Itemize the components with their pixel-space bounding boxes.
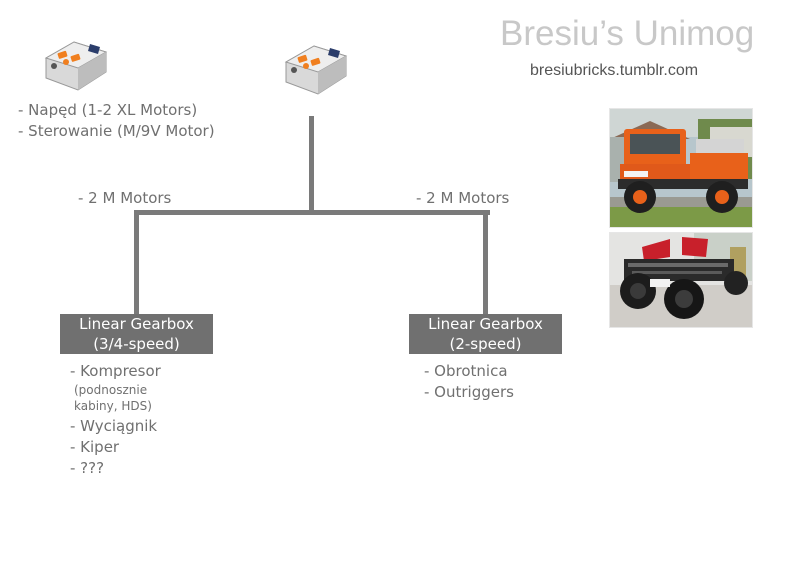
power-functions-receiver-icon xyxy=(40,36,112,94)
connector-left-branch xyxy=(134,210,139,316)
list-item: - Obrotnica xyxy=(424,362,508,380)
list-item: - Wyciągnik xyxy=(70,417,158,435)
list-item: - Kompresor xyxy=(70,362,161,380)
site-url[interactable]: bresiubricks.tumblr.com xyxy=(530,62,699,79)
list-item-note: (podnosznie kabiny, HDS) xyxy=(74,383,152,413)
list-item: - ??? xyxy=(70,459,105,477)
power-functions-receiver-icon xyxy=(280,40,352,98)
list-item: - Sterowanie (M/9V Motor) xyxy=(18,122,215,140)
gearbox-right-functions: - Obrotnica - Outriggers xyxy=(424,361,514,403)
lego-model-photo xyxy=(609,232,753,328)
connector-trunk xyxy=(309,116,314,214)
gearbox-right-title: Linear Gearbox xyxy=(428,315,543,333)
gearbox-right-speed: (2-speed) xyxy=(449,335,522,353)
list-item: - Napęd (1-2 XL Motors) xyxy=(18,101,198,119)
gearbox-left: Linear Gearbox (3/4-speed) xyxy=(60,314,213,354)
connector-horizontal xyxy=(134,210,490,215)
gearbox-right: Linear Gearbox (2-speed) xyxy=(409,314,562,354)
gearbox-left-functions: - Kompresor (podnosznie kabiny, HDS) - W… xyxy=(70,361,184,479)
page-title: Bresiu’s Unimog xyxy=(500,14,755,53)
list-item: - Kiper xyxy=(70,438,120,456)
list-item: - Outriggers xyxy=(424,383,514,401)
connector-right-branch xyxy=(483,210,488,316)
left-hub-functions: - Napęd (1-2 XL Motors) - Sterowanie (M/… xyxy=(18,100,215,142)
gearbox-left-speed: (3/4-speed) xyxy=(93,335,180,353)
unimog-real-photo xyxy=(609,108,753,228)
left-branch-label: - 2 M Motors xyxy=(78,189,172,207)
right-branch-label: - 2 M Motors xyxy=(416,189,510,207)
gearbox-left-title: Linear Gearbox xyxy=(79,315,194,333)
